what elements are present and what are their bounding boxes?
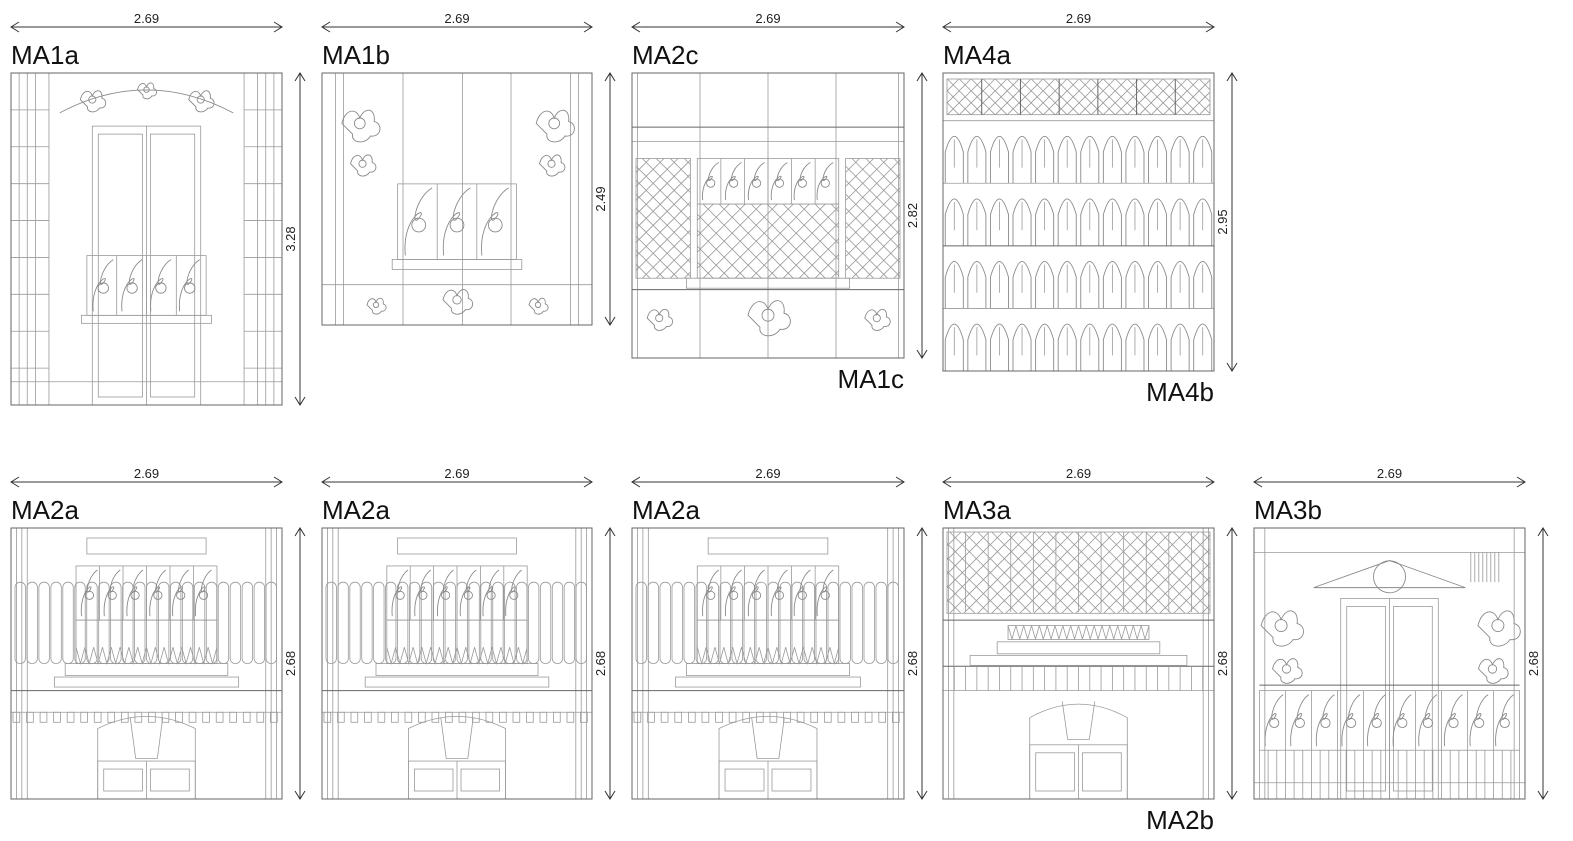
height-dimension-value: 2.95 <box>1215 209 1230 234</box>
panel-label: MA1b <box>322 40 390 70</box>
height-dimension: 2.82 <box>905 72 928 359</box>
elevation-drawing <box>322 73 592 325</box>
width-dimension-value: 2.69 <box>134 11 159 26</box>
height-dimension-value: 2.68 <box>1526 651 1541 676</box>
elevation-drawing <box>1254 528 1525 800</box>
panel-frame <box>10 72 283 406</box>
height-dimension: 2.49 <box>593 72 616 326</box>
panel-label: MA2a <box>11 495 79 525</box>
panel-label: MA4a <box>943 40 1011 70</box>
width-dimension: 2.69 <box>1253 466 1526 488</box>
panel-label: MA2a <box>632 495 700 525</box>
width-dimension: 2.69 <box>321 466 593 488</box>
width-dimension: 2.69 <box>10 466 283 488</box>
panel-sub-label: MA2b <box>1146 805 1214 835</box>
width-dimension-value: 2.69 <box>444 466 469 481</box>
height-dimension: 2.68 <box>1526 527 1549 800</box>
panel-frame <box>942 72 1215 372</box>
width-dimension-value: 2.69 <box>1377 466 1402 481</box>
elevation-drawing <box>942 528 1214 800</box>
height-dimension: 3.28 <box>283 72 306 406</box>
height-dimension-value: 2.82 <box>905 203 920 228</box>
width-dimension: 2.69 <box>631 466 905 488</box>
height-dimension: 2.68 <box>905 527 928 800</box>
elevation-drawing <box>11 73 282 406</box>
panel-frame <box>321 72 593 326</box>
height-dimension: 2.68 <box>283 527 306 800</box>
panel-label: MA2a <box>322 495 390 525</box>
width-dimension-value: 2.69 <box>755 466 780 481</box>
elevation-drawing <box>11 528 282 800</box>
panel-frame <box>1253 527 1526 800</box>
height-dimension: 2.68 <box>1215 527 1238 800</box>
elevation-drawing <box>943 78 1214 371</box>
panel-frame <box>631 527 905 800</box>
height-dimension-value: 2.68 <box>905 651 920 676</box>
width-dimension: 2.69 <box>942 466 1215 488</box>
panel-label: MA3b <box>1254 495 1322 525</box>
elevation-drawing <box>322 528 592 800</box>
height-dimension-value: 2.68 <box>593 651 608 676</box>
height-dimension-value: 2.49 <box>593 186 608 211</box>
width-dimension-value: 2.69 <box>1066 11 1091 26</box>
elevation-drawing <box>632 528 904 800</box>
height-dimension-value: 3.28 <box>283 226 298 251</box>
width-dimension: 2.69 <box>10 11 283 33</box>
panel-frame <box>10 527 283 800</box>
width-dimension: 2.69 <box>321 11 593 33</box>
height-dimension-value: 2.68 <box>283 651 298 676</box>
elevation-drawing <box>632 73 904 358</box>
width-dimension-value: 2.69 <box>755 11 780 26</box>
width-dimension-value: 2.69 <box>1066 466 1091 481</box>
height-dimension: 2.95 <box>1215 72 1238 372</box>
panel-sub-label: MA4b <box>1146 377 1214 407</box>
panel-label: MA1a <box>11 40 79 70</box>
panel-frame <box>942 527 1215 800</box>
panel-label: MA3a <box>943 495 1011 525</box>
panel-frame <box>631 72 905 359</box>
width-dimension-value: 2.69 <box>444 11 469 26</box>
panel-label: MA2c <box>632 40 698 70</box>
height-dimension: 2.68 <box>593 527 616 800</box>
panel-sub-label: MA1c <box>838 364 904 394</box>
width-dimension: 2.69 <box>631 11 905 33</box>
panel-frame <box>321 527 593 800</box>
height-dimension-value: 2.68 <box>1215 651 1230 676</box>
width-dimension: 2.69 <box>942 11 1215 33</box>
width-dimension-value: 2.69 <box>134 466 159 481</box>
